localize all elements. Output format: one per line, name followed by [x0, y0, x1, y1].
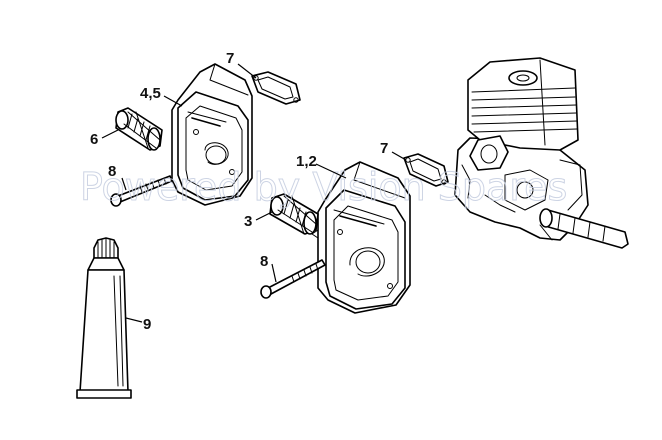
- callout-1-2: 1,2: [296, 153, 317, 170]
- spark-arrestor-upper: [115, 107, 163, 151]
- callout-4-5: 4,5: [140, 85, 161, 102]
- callout-3: 3: [244, 213, 252, 230]
- muffler-lower: [311, 161, 411, 314]
- screw-upper: [110, 175, 173, 207]
- spark-arrestor-lower: [269, 193, 319, 235]
- gasket-middle: [403, 153, 449, 187]
- callout-8-top: 8: [108, 163, 116, 180]
- callout-6: 6: [90, 131, 98, 148]
- grease-tube: [76, 237, 132, 399]
- callout-7-mid: 7: [380, 140, 388, 157]
- gasket-top: [251, 71, 301, 105]
- callout-9: 9: [143, 316, 151, 333]
- engine-illustration: [454, 57, 629, 249]
- muffler-upper: [171, 63, 253, 206]
- leader-lines: [101, 63, 407, 323]
- watermark-text: Powered by Vision Spares: [80, 165, 567, 209]
- callout-8-bottom: 8: [260, 253, 268, 270]
- callout-7-top: 7: [226, 50, 234, 67]
- screw-lower: [260, 259, 326, 299]
